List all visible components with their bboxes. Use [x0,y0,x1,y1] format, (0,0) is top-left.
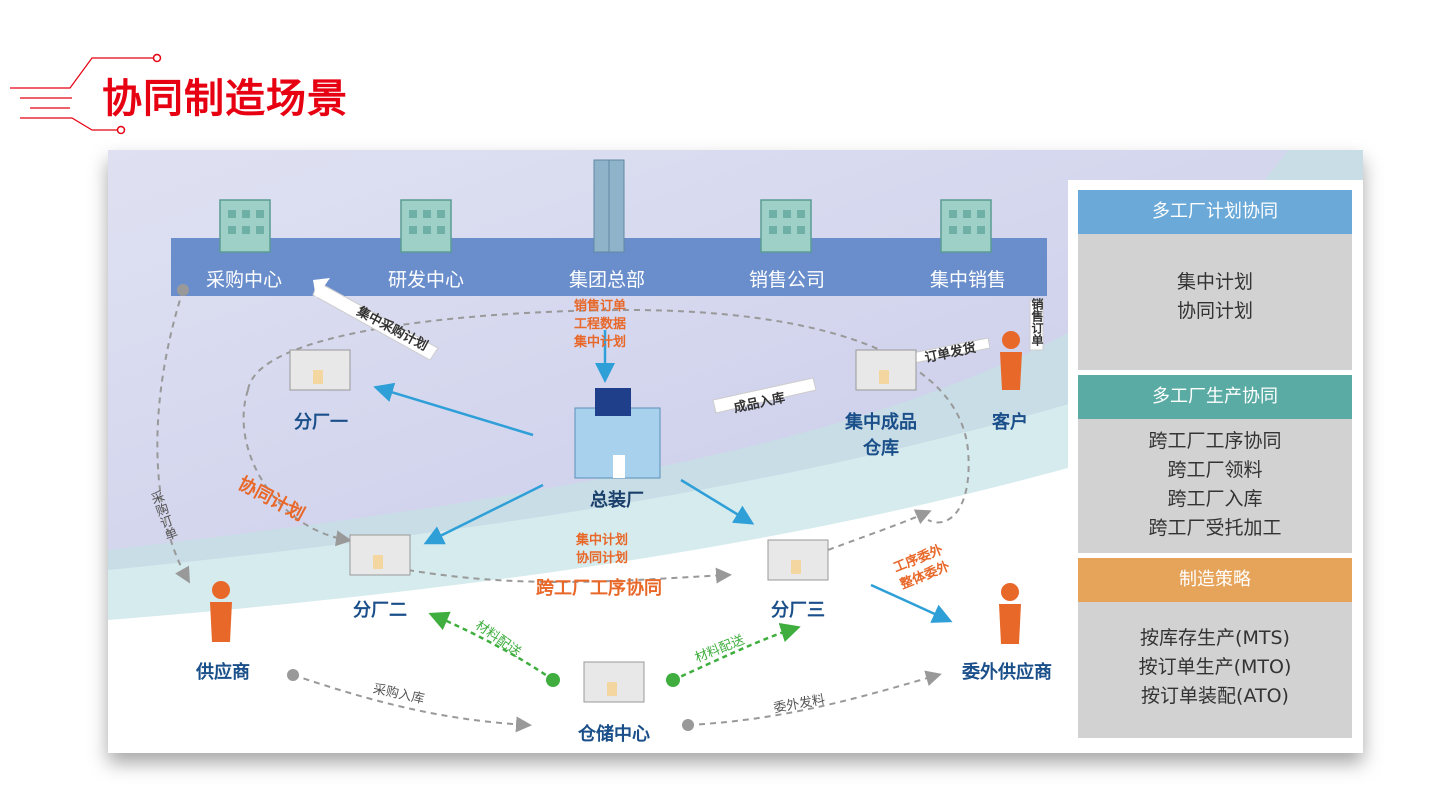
outsource-supplier-label: 委外供应商 [962,662,1052,683]
assembly-plan-labels: 集中计划协同计划 [576,533,629,566]
section-body-production: 跨工厂工序协同跨工厂领料 跨工厂入库跨工厂受托加工 [1078,419,1352,553]
assembly-label: 总装厂 [590,490,644,511]
central-warehouse-label: 集中成品仓库 [845,412,917,459]
section-body-strategy: 按库存生产(MTS)按订单生产(MTO)按订单装配(ATO) [1078,602,1352,738]
factory-three-label: 分厂三 [771,600,825,621]
sales-order-vertical-label: 销售订单 [1030,298,1044,346]
sidebar: 多工厂计划协同 集中计划协同计划 多工厂生产协同 跨工厂工序协同跨工厂领料 跨工… [1078,190,1352,740]
band-item-central-sales: 集中销售 [930,269,1007,291]
section-header-production: 多工厂生产协同 [1078,375,1352,419]
title-decoration-lines [10,53,162,135]
band-item-rd: 研发中心 [388,269,465,291]
hq-flow-labels: 销售订单工程数据集中计划 [574,299,627,350]
band-item-purchase: 采购中心 [206,269,283,291]
storage-center-label: 仓储中心 [578,724,650,745]
section-header-strategy: 制造策略 [1078,558,1352,602]
section-header-plan: 多工厂计划协同 [1078,190,1352,234]
diagram-panel: 采购中心 研发中心 集团总部 销售公司 集中销售 销售订单工程数据集中计划 集中… [108,150,1363,753]
factory-one-label: 分厂一 [294,412,348,433]
page-title: 协同制造场景 [102,76,348,122]
factory-two-label: 分厂二 [353,600,407,621]
supplier-label: 供应商 [196,662,250,683]
band-item-hq: 集团总部 [569,269,646,291]
customer-label: 客户 [992,412,1028,433]
band-item-sales-company: 销售公司 [749,269,826,291]
section-body-plan: 集中计划协同计划 [1078,234,1352,370]
cross-process-label: 跨工厂工序协同 [536,578,662,599]
person-icon [210,331,1022,644]
